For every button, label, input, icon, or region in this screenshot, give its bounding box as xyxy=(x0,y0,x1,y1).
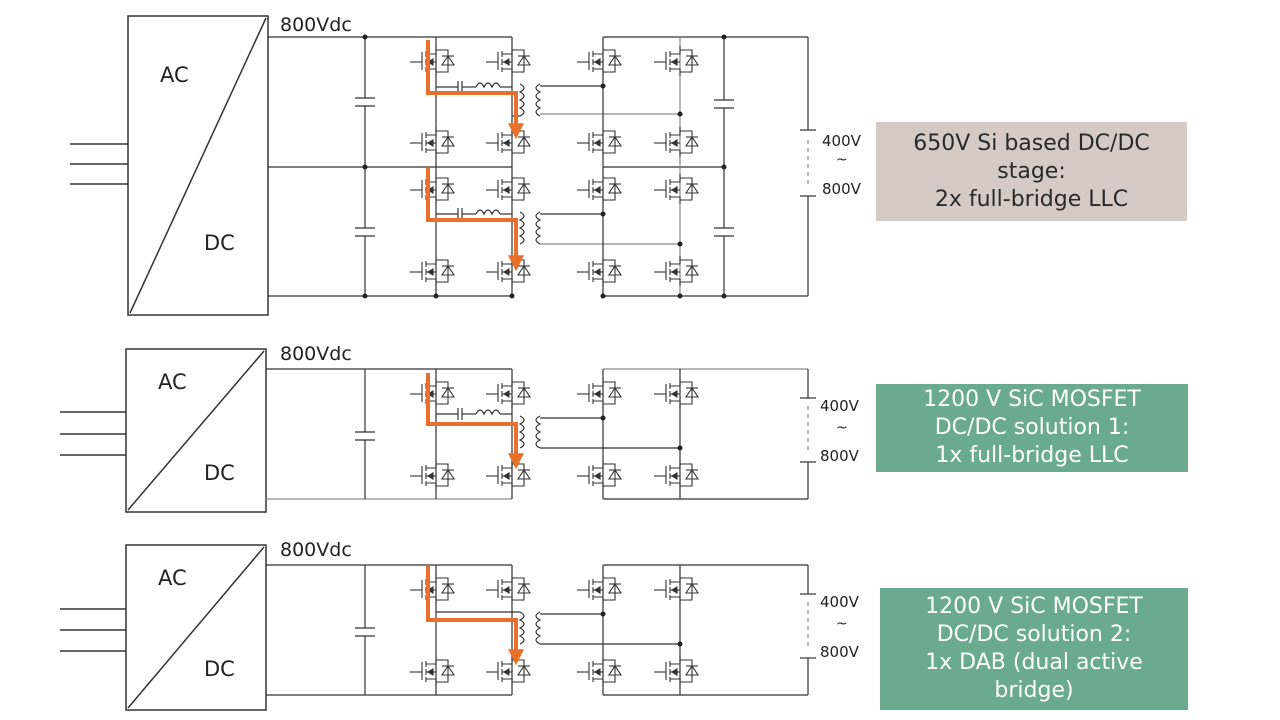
description-box-sic-dab: 1200 V SiC MOSFET DC/DC solution 2: 1x D… xyxy=(880,588,1188,710)
mosfet-switch xyxy=(654,174,700,204)
mosfet-switch xyxy=(486,127,532,157)
mosfet-switch xyxy=(577,656,623,686)
mosfet-switch xyxy=(486,460,532,490)
mosfet-switch xyxy=(654,656,700,686)
ac-label-1: AC xyxy=(160,63,189,87)
ac-input-lines-3 xyxy=(60,608,126,652)
dc-label-3: DC xyxy=(204,657,235,681)
junction-dots-3 xyxy=(600,611,683,647)
description-line: DC/DC solution 1: xyxy=(934,415,1130,440)
mosfet-switch xyxy=(486,378,532,408)
description-line: 2x full-bridge LLC xyxy=(934,186,1129,212)
description-line: bridge) xyxy=(994,678,1074,703)
current-path-arrow-3 xyxy=(426,566,524,666)
description-line: 650V Si based DC/DC xyxy=(913,130,1150,156)
mosfet-switch xyxy=(654,460,700,490)
output-voltage-high-1: 400V xyxy=(822,132,862,150)
acdc-converter-3: AC DC xyxy=(125,544,267,711)
description-line: stage: xyxy=(997,158,1066,184)
bus-voltage-label-1: 800Vdc xyxy=(280,14,352,36)
mosfet-switch xyxy=(410,46,456,76)
mosfet-switch xyxy=(654,574,700,604)
mosfet-switch xyxy=(654,378,700,408)
description-box-si-llc: 650V Si based DC/DC stage: 2x full-bridg… xyxy=(876,122,1187,221)
mosfet-switch xyxy=(577,256,623,286)
mosfet-switch xyxy=(486,46,532,76)
ac-label-2: AC xyxy=(158,370,187,394)
output-voltage-tilde-2: ~ xyxy=(836,420,848,436)
dc-bus-wiring-1 xyxy=(268,36,816,297)
junction-dots-2 xyxy=(600,415,683,451)
description-line: 1200 V SiC MOSFET xyxy=(925,594,1143,619)
mosfet-switch xyxy=(654,127,700,157)
bus-voltage-label-3: 800Vdc xyxy=(280,539,352,561)
mosfet-switch xyxy=(410,574,456,604)
mosfet-switch xyxy=(410,656,456,686)
dc-label-1: DC xyxy=(204,231,235,255)
mosfet-switch xyxy=(486,256,532,286)
description-box-sic-llc: 1200 V SiC MOSFET DC/DC solution 1: 1x f… xyxy=(876,384,1188,472)
stage-1-si-llc: AC DC 800Vdc xyxy=(70,14,862,316)
mosfet-switch xyxy=(577,574,623,604)
mosfet-switch xyxy=(577,174,623,204)
ac-label-3: AC xyxy=(158,566,187,590)
current-path-arrows-1 xyxy=(426,40,524,272)
output-voltage-low-2: 800V xyxy=(820,447,860,465)
ac-input-lines-1 xyxy=(70,143,128,185)
description-line: 1x full-bridge LLC xyxy=(935,443,1129,468)
description-line: 1200 V SiC MOSFET xyxy=(923,387,1141,412)
output-voltage-labels-1: 400V ~ 800V xyxy=(822,132,862,198)
mosfet-switch xyxy=(577,378,623,408)
mosfet-switches-3 xyxy=(410,574,700,686)
acdc-converter-1: AC DC xyxy=(127,15,269,316)
output-voltage-labels-2: 400V ~ 800V xyxy=(820,397,860,465)
mosfet-switch xyxy=(410,378,456,408)
mosfet-switch xyxy=(486,656,532,686)
output-voltage-high-3: 400V xyxy=(820,593,860,611)
description-line: 1x DAB (dual active xyxy=(925,650,1143,675)
mosfet-switch xyxy=(577,127,623,157)
mosfet-switch xyxy=(654,256,700,286)
output-voltage-tilde-3: ~ xyxy=(836,616,848,632)
output-voltage-labels-3: 400V ~ 800V xyxy=(820,593,860,661)
dc-bus-wiring-3 xyxy=(266,564,816,696)
bus-voltage-label-2: 800Vdc xyxy=(280,343,352,365)
mosfet-switch xyxy=(486,574,532,604)
acdc-converter-2: AC DC xyxy=(125,348,267,513)
dc-label-2: DC xyxy=(204,461,235,485)
output-voltage-low-1: 800V xyxy=(822,180,862,198)
junction-dots-1 xyxy=(362,34,727,299)
mosfet-switch xyxy=(410,460,456,490)
output-voltage-high-2: 400V xyxy=(820,397,860,415)
dc-bus-wiring-2 xyxy=(266,368,816,500)
mosfet-switch xyxy=(410,256,456,286)
mosfet-switches-2 xyxy=(410,378,700,490)
mosfet-switches-1 xyxy=(410,46,700,286)
description-line: DC/DC solution 2: xyxy=(936,622,1132,647)
stage-3-sic-dab: AC DC 800Vdc xyxy=(60,539,860,711)
mosfet-switch xyxy=(577,460,623,490)
mosfet-switch xyxy=(654,46,700,76)
output-voltage-tilde-1: ~ xyxy=(836,152,848,168)
mosfet-switch xyxy=(486,174,532,204)
ac-input-lines-2 xyxy=(60,411,126,456)
output-voltage-low-3: 800V xyxy=(820,643,860,661)
mosfet-switch xyxy=(410,174,456,204)
current-path-arrow-2 xyxy=(426,373,524,470)
mosfet-switch xyxy=(577,46,623,76)
stage-2-sic-llc: AC DC 800Vdc xyxy=(60,343,860,513)
mosfet-switch xyxy=(410,127,456,157)
